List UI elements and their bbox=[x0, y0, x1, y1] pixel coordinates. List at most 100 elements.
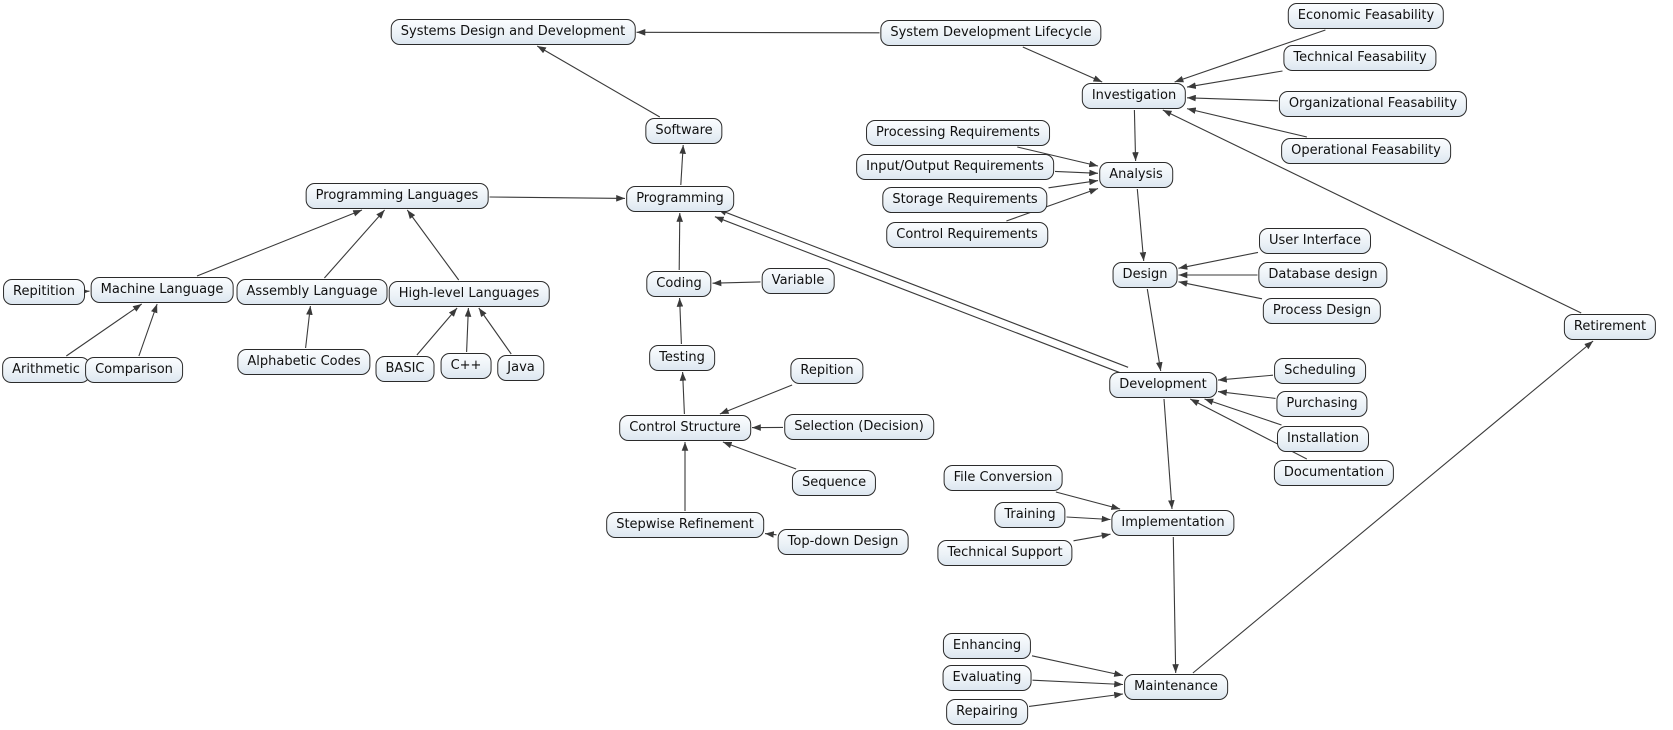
node-scheduling[interactable]: Scheduling bbox=[1274, 358, 1366, 384]
node-selection-decision[interactable]: Selection (Decision) bbox=[784, 414, 934, 440]
edge-high-level-languages--programming-languages bbox=[406, 209, 460, 281]
node-stepwise-refinement[interactable]: Stepwise Refinement bbox=[606, 512, 764, 538]
node-technical-support[interactable]: Technical Support bbox=[937, 540, 1073, 566]
edge-basic--high-level-languages bbox=[416, 307, 458, 356]
edge-processing-requirements--analysis bbox=[1017, 146, 1099, 168]
edge-purchasing--development bbox=[1217, 389, 1276, 399]
node-purchasing[interactable]: Purchasing bbox=[1276, 391, 1368, 417]
node-training[interactable]: Training bbox=[994, 502, 1066, 528]
node-sequence[interactable]: Sequence bbox=[791, 470, 877, 496]
node-variable[interactable]: Variable bbox=[761, 268, 835, 294]
node-processing-requirements[interactable]: Processing Requirements bbox=[866, 120, 1050, 146]
edge-alphabetic-codes--assembly-language bbox=[305, 305, 313, 349]
node-maintenance[interactable]: Maintenance bbox=[1124, 674, 1228, 700]
edge-maintenance--retirement bbox=[1192, 340, 1594, 674]
node-control-requirements[interactable]: Control Requirements bbox=[886, 222, 1048, 248]
node-coding[interactable]: Coding bbox=[646, 271, 712, 297]
edge-variable--coding bbox=[712, 279, 761, 287]
node-user-interface[interactable]: User Interface bbox=[1259, 228, 1371, 254]
node-repairing[interactable]: Repairing bbox=[946, 699, 1028, 725]
node-documentation[interactable]: Documentation bbox=[1273, 460, 1395, 486]
edge-development--programming bbox=[717, 208, 1129, 368]
node-software[interactable]: Software bbox=[645, 118, 723, 144]
node-development[interactable]: Development bbox=[1109, 372, 1217, 398]
node-control-structure[interactable]: Control Structure bbox=[619, 415, 751, 441]
node-evaluating[interactable]: Evaluating bbox=[942, 665, 1032, 691]
edge-arithmetic--machine-language bbox=[65, 303, 143, 357]
edge-file-conversion--implementation bbox=[1055, 491, 1121, 510]
node-operational-feasability[interactable]: Operational Feasability bbox=[1281, 138, 1451, 164]
node-assembly-language[interactable]: Assembly Language bbox=[236, 279, 388, 305]
node-cpp[interactable]: C++ bbox=[440, 353, 492, 379]
edge-development--implementation bbox=[1163, 398, 1175, 510]
node-alphabetic-codes[interactable]: Alphabetic Codes bbox=[237, 349, 371, 375]
node-installation[interactable]: Installation bbox=[1276, 426, 1370, 452]
edge-sdl--systems-design bbox=[636, 29, 880, 36]
node-arithmetic[interactable]: Arithmetic bbox=[2, 357, 90, 383]
edge-cpp--high-level-languages bbox=[464, 307, 472, 353]
node-programming[interactable]: Programming bbox=[626, 186, 734, 212]
node-testing[interactable]: Testing bbox=[649, 345, 715, 371]
edge-programming--software bbox=[679, 144, 686, 186]
edge-assembly-language--programming-languages bbox=[323, 209, 386, 279]
node-file-conversion[interactable]: File Conversion bbox=[943, 465, 1063, 491]
edge-evaluating--maintenance bbox=[1032, 679, 1124, 688]
edge-operational-feasability--investigation bbox=[1186, 107, 1308, 138]
node-implementation[interactable]: Implementation bbox=[1111, 510, 1235, 536]
node-database-design[interactable]: Database design bbox=[1258, 262, 1388, 288]
edge-repairing--maintenance bbox=[1028, 691, 1124, 707]
edge-scheduling--development bbox=[1217, 374, 1274, 383]
node-organizational-feasability[interactable]: Organizational Feasability bbox=[1278, 91, 1468, 117]
node-input-output-requirements[interactable]: Input/Output Requirements bbox=[856, 154, 1054, 180]
edge-control-structure--testing bbox=[679, 371, 687, 415]
node-high-level-languages[interactable]: High-level Languages bbox=[388, 281, 550, 307]
edge-design--development bbox=[1146, 288, 1163, 372]
node-design[interactable]: Design bbox=[1112, 262, 1178, 288]
edge-organizational-feasability--investigation bbox=[1186, 94, 1279, 102]
node-analysis[interactable]: Analysis bbox=[1099, 162, 1173, 188]
edge-input-output-requirements--analysis bbox=[1054, 169, 1099, 177]
edge-software--systems-design bbox=[536, 45, 661, 118]
edge-comparison--machine-language bbox=[138, 303, 158, 357]
edge-economic-feasability--investigation bbox=[1174, 29, 1326, 83]
edge-machine-language--programming-languages bbox=[196, 209, 363, 277]
edge-testing--coding bbox=[676, 297, 684, 345]
edge-coding--programming bbox=[676, 212, 684, 271]
edge-top-down-design--stepwise-refinement bbox=[764, 531, 777, 538]
node-repition[interactable]: Repition bbox=[790, 358, 864, 384]
edge-retirement--investigation bbox=[1162, 109, 1582, 314]
edge-sequence--control-structure bbox=[722, 441, 797, 470]
edge-implementation--maintenance bbox=[1172, 536, 1179, 674]
node-java[interactable]: Java bbox=[497, 355, 545, 381]
node-comparison[interactable]: Comparison bbox=[85, 357, 183, 383]
node-retirement[interactable]: Retirement bbox=[1563, 314, 1657, 340]
node-basic[interactable]: BASIC bbox=[375, 356, 435, 382]
edge-enhancing--maintenance bbox=[1031, 655, 1124, 677]
edge-storage-requirements--analysis bbox=[1048, 178, 1099, 189]
node-top-down-design[interactable]: Top-down Design bbox=[777, 529, 909, 555]
node-storage-requirements[interactable]: Storage Requirements bbox=[882, 187, 1048, 213]
edge-user-interface--design bbox=[1178, 251, 1259, 270]
edge-technical-feasability--investigation bbox=[1186, 70, 1283, 89]
edge-process-design--design bbox=[1178, 280, 1263, 300]
node-sdl[interactable]: System Development Lifecycle bbox=[880, 20, 1102, 46]
edge-sdl--investigation bbox=[1022, 46, 1103, 83]
edge-installation--development bbox=[1204, 398, 1282, 426]
node-machine-language[interactable]: Machine Language bbox=[90, 277, 234, 303]
node-systems-design[interactable]: Systems Design and Development bbox=[390, 19, 636, 45]
edge-programming-languages--programming bbox=[489, 195, 626, 202]
edge-java--high-level-languages bbox=[478, 307, 512, 355]
edge-repition--control-structure bbox=[719, 384, 793, 415]
edge-development--programming bbox=[714, 216, 1126, 376]
node-programming-languages[interactable]: Programming Languages bbox=[305, 183, 489, 209]
node-investigation[interactable]: Investigation bbox=[1081, 83, 1187, 109]
node-technical-feasability[interactable]: Technical Feasability bbox=[1283, 45, 1437, 71]
edge-training--implementation bbox=[1066, 515, 1111, 523]
node-enhancing[interactable]: Enhancing bbox=[942, 633, 1032, 659]
node-economic-feasability[interactable]: Economic Feasability bbox=[1287, 3, 1445, 29]
edge-control-requirements--analysis bbox=[1006, 187, 1099, 222]
node-repitition[interactable]: Repitition bbox=[3, 279, 85, 305]
node-process-design[interactable]: Process Design bbox=[1262, 298, 1382, 324]
